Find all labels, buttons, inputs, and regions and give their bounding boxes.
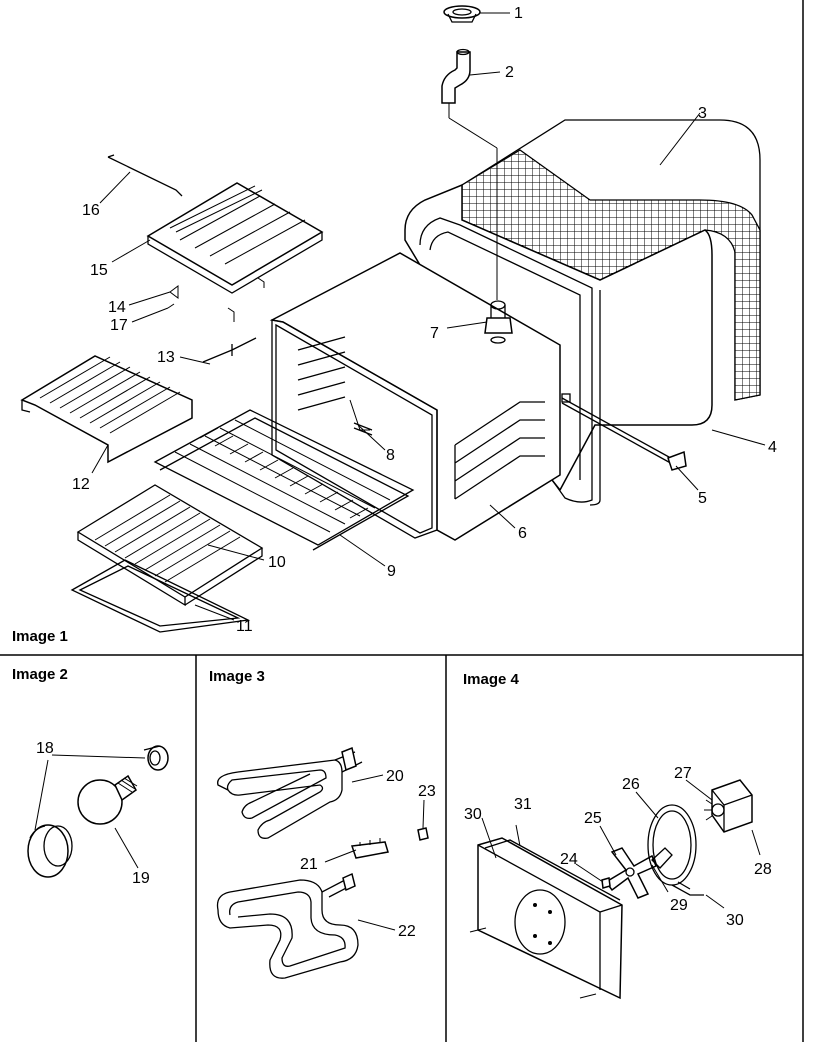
callout-15: 15: [90, 262, 108, 279]
wire-rack-part: [20, 355, 193, 464]
light-assembly-image: Image 2 18 19: [12, 666, 169, 887]
callout-13: 13: [157, 349, 175, 366]
lamp-bulb-part: [77, 774, 138, 825]
callout-3: 3: [698, 105, 707, 122]
griddle-tray-part: [146, 182, 324, 294]
panel-caption-image-3: Image 3: [209, 668, 265, 685]
callout-2: 2: [505, 64, 514, 81]
broil-element-part: [217, 746, 363, 839]
callout-4: 4: [768, 439, 777, 456]
callout-19: 19: [132, 870, 150, 887]
callout-14: 14: [108, 299, 126, 316]
callout-11: 11: [236, 618, 253, 635]
oven-rack-part: [153, 409, 415, 551]
callout-18: 18: [36, 740, 54, 757]
outer-cabinet-part: [404, 183, 713, 506]
leader-lines-image-4: [481, 779, 761, 909]
broil-pan-insert-part: [76, 484, 264, 607]
callout-25: 25: [584, 810, 602, 827]
vent-cap-part: [443, 5, 481, 23]
callout-12: 12: [72, 476, 90, 493]
callout-8: 8: [386, 447, 395, 464]
lamp-socket-part: [143, 745, 169, 771]
insulation-blanket-part: [460, 119, 761, 401]
screw-part: [417, 827, 429, 841]
vent-tube-part: [441, 48, 498, 300]
leader-lines-image-2: [34, 754, 146, 869]
lamp-lens-part: [27, 824, 73, 878]
motor-bracket-part: [651, 847, 673, 869]
callout-21: 21: [300, 856, 318, 873]
fan-cover-part: [469, 837, 623, 1000]
callout-31: 31: [514, 796, 532, 813]
fan-motor-part: [704, 779, 753, 833]
panel-caption-image-4: Image 4: [463, 671, 520, 688]
fan-nut-part: [601, 877, 611, 889]
callout-16: 16: [82, 202, 100, 219]
callout-28: 28: [754, 861, 772, 878]
sensor-part: [561, 393, 687, 471]
convection-element-part: [647, 804, 704, 896]
element-assembly-image: Image 3 20 21: [209, 668, 436, 979]
callout-27: 27: [674, 765, 692, 782]
broil-pan-part: [70, 559, 251, 633]
callout-6: 6: [518, 525, 527, 542]
callout-10: 10: [268, 554, 286, 571]
callout-5: 5: [698, 490, 707, 507]
callout-1: 1: [514, 5, 523, 22]
callout-22: 22: [398, 923, 416, 940]
callout-30-left: 30: [464, 806, 482, 823]
leader-lines-image-1: [91, 12, 766, 621]
callout-29: 29: [670, 897, 688, 914]
callouts-image-1: 1 2 3 4 5 6 7 8 9 10 11 12 13 14 15 16 1…: [72, 5, 777, 635]
vent-port-part: [484, 300, 513, 344]
terminal-block-part: [350, 838, 389, 859]
small-hardware-parts: [107, 154, 373, 436]
oven-assembly-image: 1 2 3 4 5 6 7 8 9 10 11 12 13 14 15 16 1…: [12, 5, 777, 645]
callout-9: 9: [387, 563, 396, 580]
callout-30-right: 30: [726, 912, 744, 929]
callout-24: 24: [560, 851, 578, 868]
convection-fan-assembly-image: Image 4: [463, 671, 772, 1000]
panel-caption-image-2: Image 2: [12, 666, 68, 683]
callout-23: 23: [418, 783, 436, 800]
callout-7: 7: [430, 325, 439, 342]
callout-17: 17: [110, 317, 128, 334]
fan-blade-part: [604, 847, 657, 899]
bake-element-part: [216, 872, 359, 979]
leader-lines-image-3: [324, 774, 425, 931]
panel-caption-image-1: Image 1: [12, 628, 68, 645]
callout-26: 26: [622, 776, 640, 793]
callout-20: 20: [386, 768, 404, 785]
